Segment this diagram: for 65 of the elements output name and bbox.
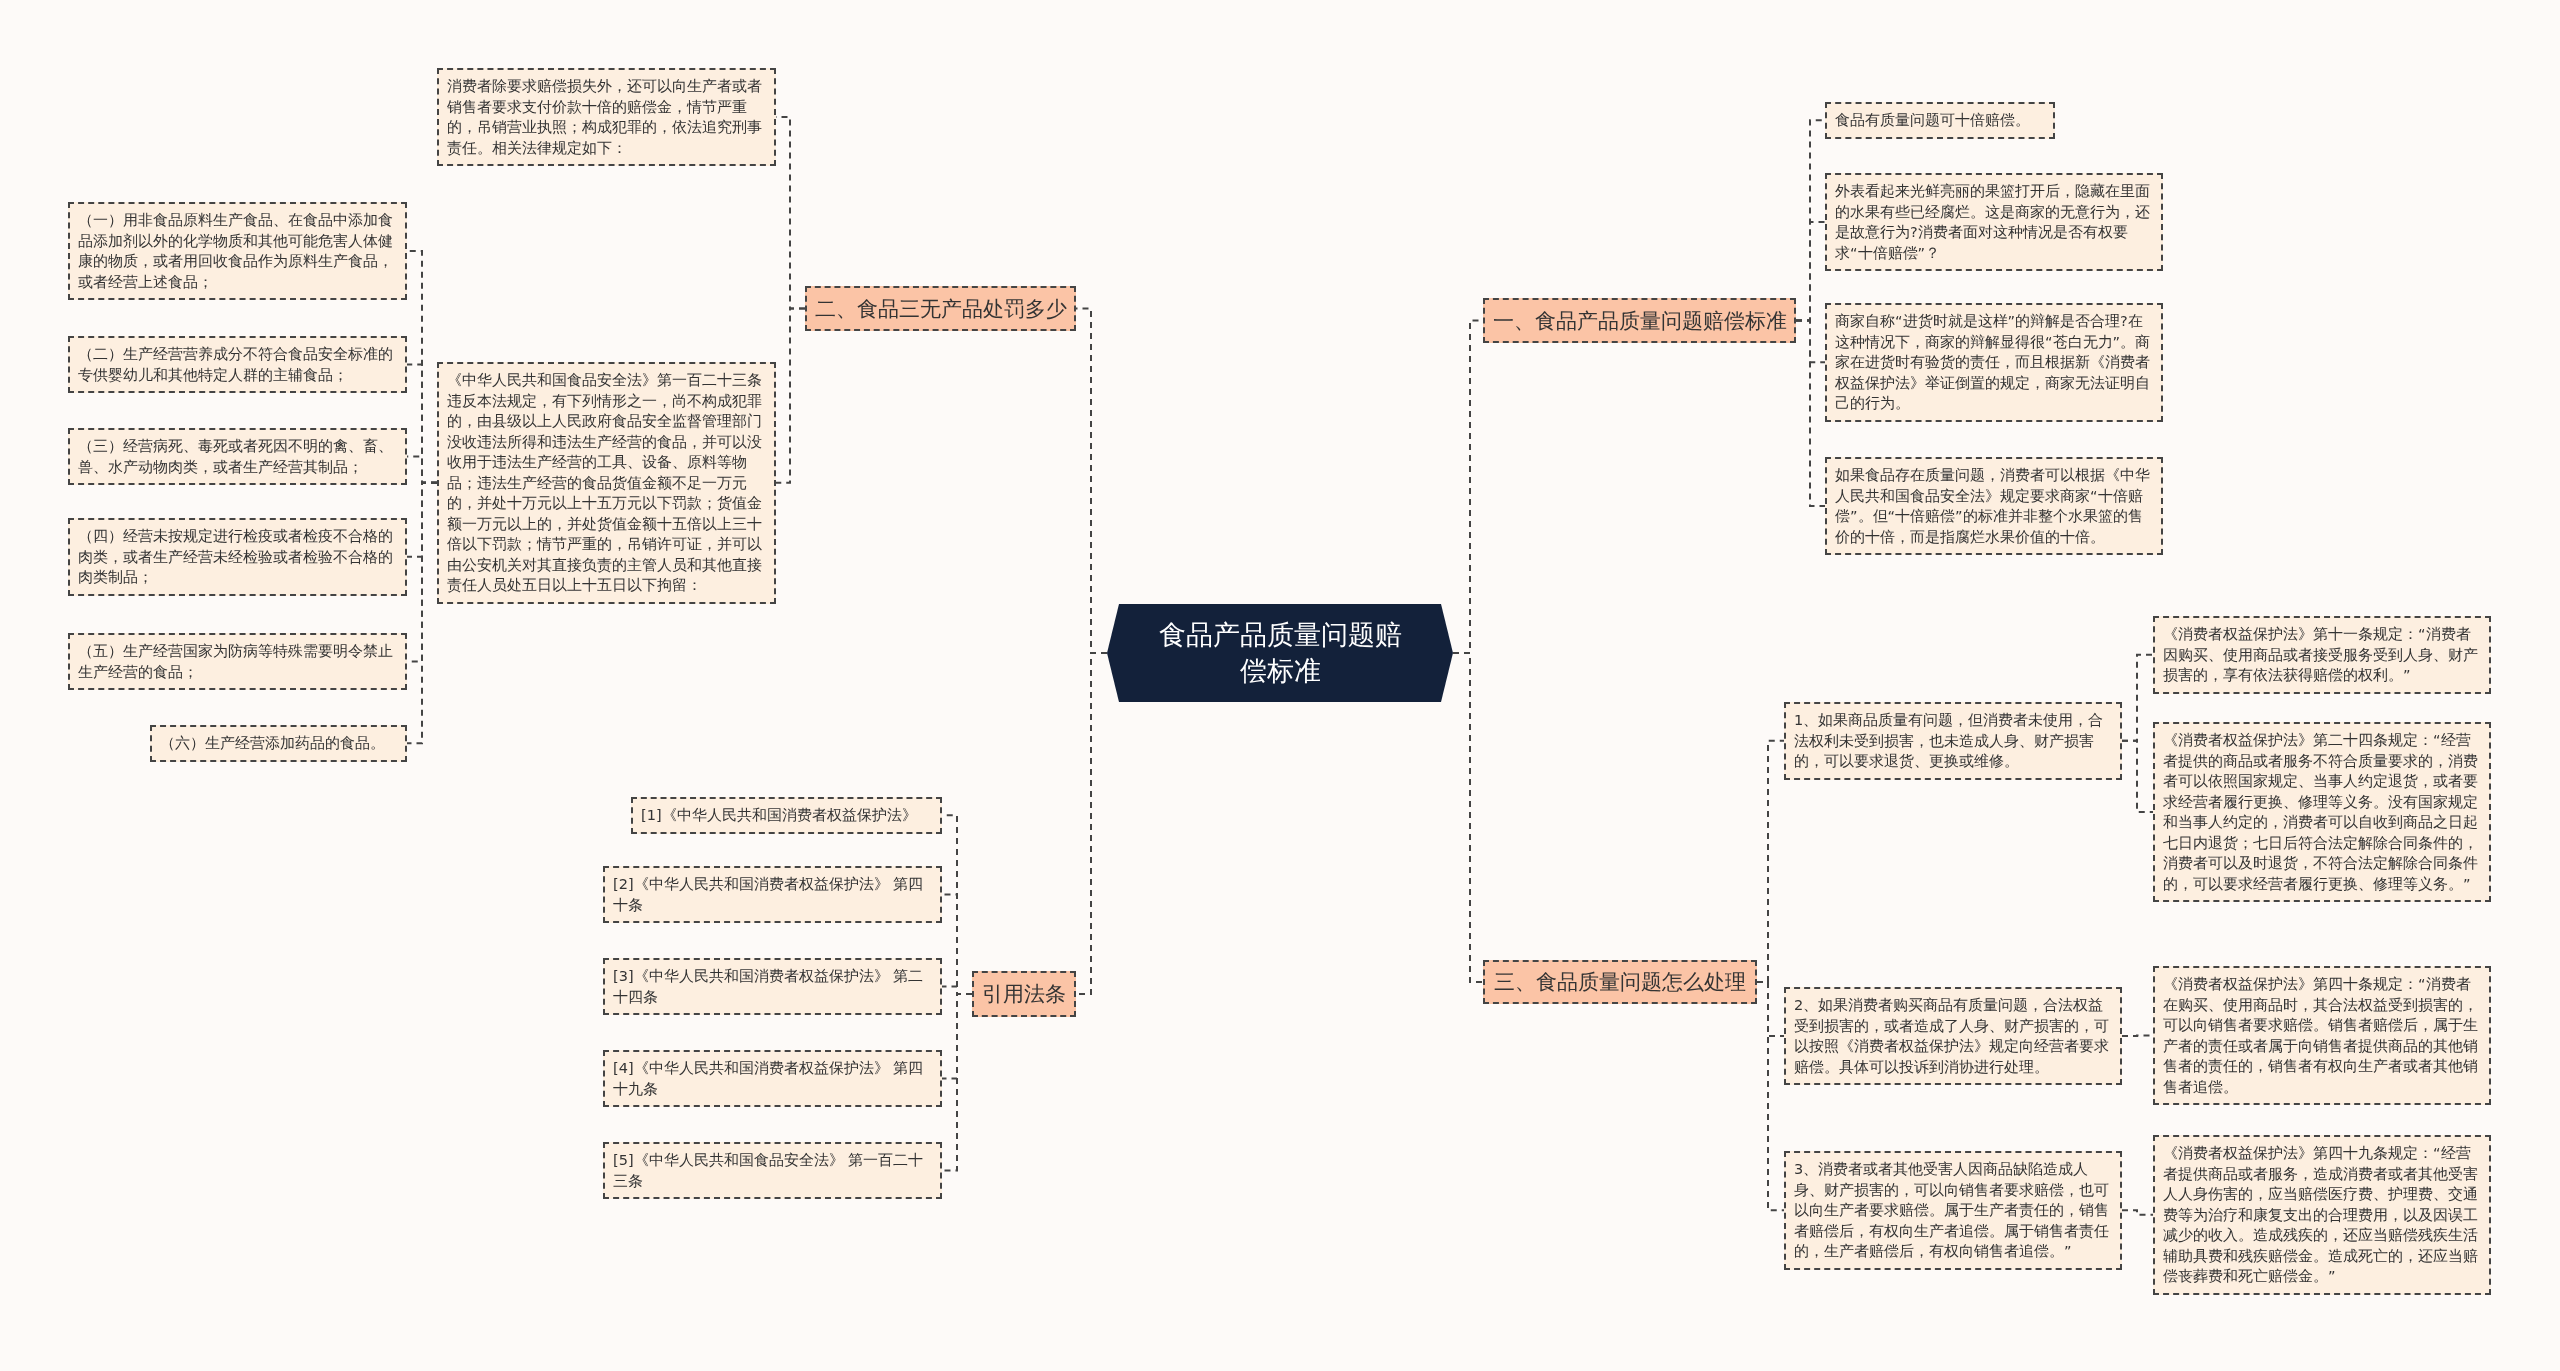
text-card — [1825, 457, 2163, 555]
card-text: 《消费者权益保护法》第四十条规定：“消费者在购买、使用商品时，其合法权益受到损害的，可以向销售者要求赔偿。销售者赔偿后，属于生产者的责任或者属于向销售者提供商品的其他销售者的责任的，销售者有权向生产者或者其他销售者追偿。 — [2163, 976, 2478, 1095]
card-text: （五）生产经营国家为防病等特殊需要明令禁止生产经营的食品； — [78, 643, 393, 680]
card-text: [5]《中华人民共和国食品安全法》 第一百二十三条 — [613, 1152, 924, 1189]
text-card — [68, 202, 407, 300]
card-text: [3]《中华人民共和国消费者权益保护法》 第二十四条 — [613, 968, 924, 1005]
card-text: 商家自称“进货时就是这样”的辩解是否合理?在这种情况下，商家的辩解显得很“苍白无力”。商家在进货时有验货的责任，而且根据新《消费者权益保护法》举证倒置的规定，商家无法证明自己的行为。 — [1835, 313, 2151, 411]
text-card — [68, 336, 407, 393]
card-text: 《消费者权益保护法》第二十四条规定：“经营者提供的商品或者服务不符合质量要求的，消费者可以依照国家规定、当事人约定退货，或者要求经营者履行更换、修理等义务。没有国家规定和当事人约定的，消费者可以自收到商品之日起七日内退货；七日后符合法定解除合同条件的，消费者可以及时退货，不符合法定解除合同条件的，可以要求经营者履行更换、修理等义务。” — [2163, 732, 2478, 892]
text-card — [603, 1142, 942, 1199]
text-card — [603, 866, 942, 923]
card-text: 《消费者权益保护法》第十一条规定：“消费者因购买、使用商品或者接受服务受到人身、财产损害的，享有依法获得赔偿的权利。” — [2163, 626, 2478, 683]
card-text: 消费者除要求赔偿损失外，还可以向生产者或者销售者要求支付价款十倍的赔偿金，情节严重的，吊销营业执照；构成犯罪的，依法追究刑事责任。相关法律规定如下： — [447, 78, 762, 156]
text-card — [437, 68, 776, 166]
card-text: 外表看起来光鲜亮丽的果篮打开后，隐藏在里面的水果有些已经腐烂。这是商家的无意行为，还是故意行为?消费者面对这种情况是否有权要求“十倍赔偿”？ — [1835, 183, 2150, 261]
text-card — [2153, 966, 2491, 1105]
text-card — [2153, 1135, 2491, 1295]
card-text: （二）生产经营营养成分不符合食品安全标准的专供婴幼儿和其他特定人群的主辅食品； — [78, 346, 393, 383]
connector-line — [1756, 981, 1785, 1212]
connector-line — [2121, 1209, 2154, 1216]
connector-line — [1795, 319, 1826, 507]
connector-line — [406, 481, 438, 745]
text-card — [68, 428, 407, 485]
text-card — [2153, 722, 2491, 902]
branch-card — [805, 286, 1076, 331]
card-text: （六）生产经营添加药品的食品。 — [160, 735, 385, 751]
branch-title: 引用法条 — [982, 981, 1066, 1008]
text-card — [1825, 303, 2163, 422]
card-text: （四）经营未按规定进行检疫或者检疫不合格的肉类，或者生产经营未经检验或者检验不合格的肉类制品； — [78, 528, 393, 585]
card-text: 如果食品存在质量问题，消费者可以根据《中华人民共和国食品安全法》规定要求商家“十倍赔偿”。但“十倍赔偿”的标准并非整个水果篮的售价的十倍，而是指腐烂水果价值的十倍。 — [1835, 467, 2150, 545]
branch-title: 一、食品产品质量问题赔偿标准 — [1492, 307, 1787, 335]
card-text: 2、如果消费者购买商品有质量问题，合法权益受到损害的，或者造成了人身、财产损害的，可以按照《消费者权益保护法》规定向经营者要求赔偿。具体可以投诉到消协进行处理。 — [1794, 997, 2109, 1075]
text-card — [2153, 616, 2491, 694]
text-card — [1825, 102, 2055, 139]
card-text: [2]《中华人民共和国消费者权益保护法》 第四十条 — [613, 876, 924, 913]
text-card — [1825, 173, 2163, 271]
branch-title: 三、食品质量问题怎么处理 — [1494, 969, 1746, 996]
text-card — [603, 1050, 942, 1107]
card-text: 《中华人民共和国食品安全法》第一百二十三条违反本法规定，有下列情形之一，尚不构成犯罪的，由县级以上人民政府食品安全监督管理部门没收违法所得和违法生产经营的食品，并可以没收用于违法生产经营的工具、设备、原料等物品；违法生产经营的食品货值金额不足一万元的，并处十万元以上十五万元以下罚款；货值金额一万元以上的，并处货值金额十五倍以上三十倍以下罚款；情节严重的，吊销许可证，并可以由公安机关对其直接负责的主管人员和其他直接责任人员处五日以上十五日以下拘留： — [447, 372, 762, 593]
connector-line — [775, 307, 806, 484]
card-text: 《消费者权益保护法》第四十九条规定：“经营者提供商品或者服务，造成消费者或者其他受害人人身伤害的，应当赔偿医疗费、护理费、交通费等为治疗和康复支出的合理费用，以及因误工减少的收入。造成残疾的，还应当赔偿残疾生活辅助具费和残疾赔偿金。造成死亡的，还应当赔偿丧葬费和死亡赔偿金。” — [2163, 1145, 2478, 1284]
text-card — [1784, 1151, 2122, 1270]
card-text: （一）用非食品原料生产食品、在食品中添加食品添加剂以外的化学物质和其他可能危害人体健康的物质，或者用回收食品作为原料生产食品，或者经营上述食品； — [78, 212, 393, 290]
connector-line — [2121, 739, 2154, 813]
branch-card — [972, 971, 1076, 1017]
text-card — [68, 633, 407, 690]
text-card — [603, 958, 942, 1015]
card-text: 食品有质量问题可十倍赔偿。 — [1835, 112, 2030, 128]
branch-title: 二、食品三无产品处罚多少 — [814, 295, 1067, 323]
text-card — [1784, 702, 2122, 780]
connector-line — [1452, 652, 1484, 983]
card-text: [1]《中华人民共和国消费者权益保护法》 — [641, 807, 917, 823]
branch-card — [1483, 960, 1757, 1004]
card-text: （三）经营病死、毒死或者死因不明的禽、畜、兽、水产动物肉类，或者生产经营其制品； — [78, 438, 393, 475]
text-card — [631, 797, 942, 834]
card-text: [4]《中华人民共和国消费者权益保护法》 第四十九条 — [613, 1060, 924, 1097]
branch-card — [1483, 298, 1796, 343]
text-card — [1784, 987, 2122, 1085]
card-text: 1、如果商品质量有问题，但消费者未使用，合法权利未受到损害，也未造成人身、财产损害的，可以要求退货、更换或维修。 — [1794, 712, 2104, 769]
text-card — [150, 725, 407, 762]
topic-hexagon — [1107, 604, 1453, 702]
text-card — [437, 362, 776, 604]
text-card — [68, 518, 407, 596]
card-text: 3、消费者或者其他受害人因商品缺陷造成人身、财产损害的，可以向销售者要求赔偿，也可以向生产者要求赔偿。属于生产者责任的，销售者赔偿后，有权向生产者追偿。属于销售者责任的，生产者赔偿后，有权向销售者追偿。” — [1794, 1161, 2109, 1259]
topic-title: 食品产品质量问题赔偿标准 — [1157, 618, 1403, 688]
